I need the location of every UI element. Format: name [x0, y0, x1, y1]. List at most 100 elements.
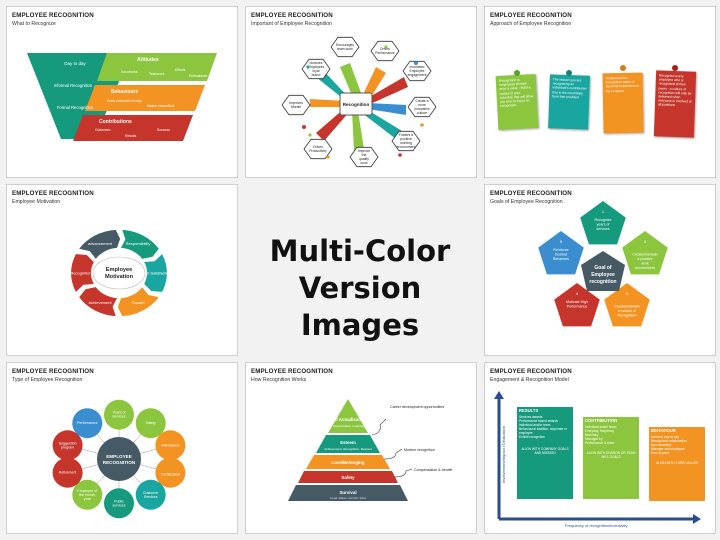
type-circle [104, 488, 134, 519]
ring-segment [71, 254, 94, 292]
heading-line-2: Version Images [298, 271, 422, 342]
slide-what-to-recognize[interactable]: EMPLOYEE RECOGNITION What to Recognize D… [6, 6, 238, 178]
goal-label: years of [597, 223, 610, 227]
slide-subtitle: What to Recognize [12, 21, 56, 27]
model-axes: Involvement/Impact / Dedication Frequenc… [494, 391, 701, 528]
hexagon-label: brand [312, 73, 321, 77]
slide-how-it-works[interactable]: EMPLOYEE RECOGNITION How Recognition Wor… [245, 362, 477, 534]
slide-subtitle: Engagement & Recognition Model [490, 377, 569, 383]
hexagon-item [391, 130, 421, 152]
pyramid-diagram: Self Actualisation Challenge, Opportunit… [288, 399, 452, 501]
slide-motivation[interactable]: EMPLOYEE RECOGNITION Employee Motivation… [6, 184, 238, 356]
type-label: Suggestion [59, 441, 77, 445]
slide-model[interactable]: EMPLOYEE RECOGNITION Engagement & Recogn… [484, 362, 716, 534]
goal-label: Desired [555, 253, 567, 257]
slide-approach[interactable]: EMPLOYEE RECOGNITION Approach of Employe… [484, 6, 716, 178]
svg-text:Goal of: Goal of [594, 265, 612, 271]
type-circle [135, 408, 166, 439]
goal-label: work [641, 262, 649, 266]
label-formal: Formal Recognition [57, 105, 94, 110]
goal-label: environment [635, 266, 655, 270]
type-circle [155, 457, 186, 488]
goal-label: Reinforce [553, 248, 568, 252]
goal-label: a culture of [618, 309, 636, 313]
goal-number: 3 [626, 291, 629, 296]
ring-segment [144, 254, 167, 292]
pin-icon [672, 65, 678, 71]
ring-label: Recognition [70, 271, 91, 276]
slide-subtitle: Approach of Employee Recognition [490, 21, 572, 27]
type-label: Public [114, 499, 124, 503]
svg-text:recognition: recognition [589, 279, 616, 285]
type-circle [52, 430, 83, 461]
goal-label: Create/maintain [614, 305, 639, 309]
goal-label: Behaviors [553, 257, 569, 261]
band-behaviours [85, 85, 205, 111]
type-label: Employee of [77, 489, 97, 493]
ring-label: advancement [88, 241, 113, 246]
goal-number: 2 [644, 239, 647, 244]
ring-segment [117, 287, 159, 317]
center-label: Recognition [343, 102, 370, 107]
center-ellipse [92, 256, 146, 290]
hexagon-label: Nurtures [309, 61, 322, 65]
slide-title: EMPLOYEE RECOGNITION [490, 368, 572, 375]
hexagon-label: Drives [313, 145, 323, 149]
goal-pentagon [622, 231, 668, 275]
hexagon-label: innovative [414, 107, 429, 111]
svg-text:Esteem: Esteem [340, 440, 356, 445]
slide-title: EMPLOYEE RECOGNITION [12, 12, 94, 19]
ring-segment [79, 287, 117, 317]
hexagon-label: culture [417, 111, 427, 115]
slide-importance[interactable]: EMPLOYEE RECOGNITION Important of Employ… [245, 6, 477, 178]
goal-pentagon [580, 201, 626, 245]
pin-icon [514, 70, 520, 76]
type-label: Services [144, 495, 158, 499]
slide-subtitle: Goals of Employee Recognition [490, 199, 563, 205]
sticky-note: Recognise every employee who is recognis… [653, 70, 697, 138]
slide-types[interactable]: EMPLOYEE RECOGNITION Type of Employee Re… [6, 362, 238, 534]
note-comp: Compensation & benefit [414, 468, 452, 472]
pin-icon [620, 65, 626, 71]
hexagon-item [301, 58, 331, 80]
ring-segment [79, 229, 121, 259]
note-modern: Modern recognition [404, 448, 435, 452]
sticky-note: Recognition is employees at least once a… [495, 73, 539, 131]
goal-pentagon [538, 231, 584, 275]
slide-subtitle: How Recognition Works [251, 377, 307, 383]
type-label: services [112, 415, 125, 419]
svg-text:Employee: Employee [591, 272, 615, 278]
svg-text:Food, Water, warmth, Rest: Food, Water, warmth, Rest [330, 496, 366, 500]
hexagon-label: more [418, 103, 426, 107]
recognize-diagram: Day to day Informal Recognition Formal R… [27, 53, 217, 141]
slide-goals[interactable]: EMPLOYEE RECOGNITION Goals of Employee R… [484, 184, 716, 356]
hexagon-label: environment [397, 145, 416, 149]
hexagon-label: loyal [313, 69, 320, 73]
goal-pentagon [604, 283, 650, 327]
hexagon-label: quality [359, 157, 369, 161]
hexagon-label: Morale [291, 105, 301, 109]
goal-pentagon [554, 283, 600, 327]
hexagon-label: Drives [380, 47, 390, 51]
goal-label: Performance [567, 305, 588, 309]
band-contributions [73, 115, 193, 141]
types-diagram: EMPLOYEE RECOGNITION Years ofservicesSaf… [52, 399, 186, 519]
goal-label: Recognition [618, 314, 637, 318]
svg-text:Safety: Safety [341, 475, 355, 480]
goal-label: a positive [637, 257, 652, 261]
slide-title: EMPLOYEE RECOGNITION [490, 12, 572, 19]
hexagon-item [330, 36, 360, 58]
svg-text:Challenge, Opportunities, Lear: Challenge, Opportunities, Learning, Crea… [318, 424, 379, 428]
box-results: RESULTS Services awards Performance base… [517, 407, 573, 499]
hexagon-label: Encourages [336, 43, 354, 47]
hexagon-item [402, 60, 432, 82]
type-label: Years of [112, 411, 125, 415]
hexagon-label: Employee [409, 69, 424, 73]
slide-subtitle: Important of Employee Recognition [251, 21, 333, 27]
goal-label: services [596, 227, 609, 231]
level-love [306, 455, 390, 469]
hexagon-label: the [362, 153, 367, 157]
svg-text:Self Actualisation: Self Actualisation [330, 417, 367, 422]
type-label: services [112, 503, 125, 507]
attitude-item: Enthusiastic [189, 74, 208, 78]
